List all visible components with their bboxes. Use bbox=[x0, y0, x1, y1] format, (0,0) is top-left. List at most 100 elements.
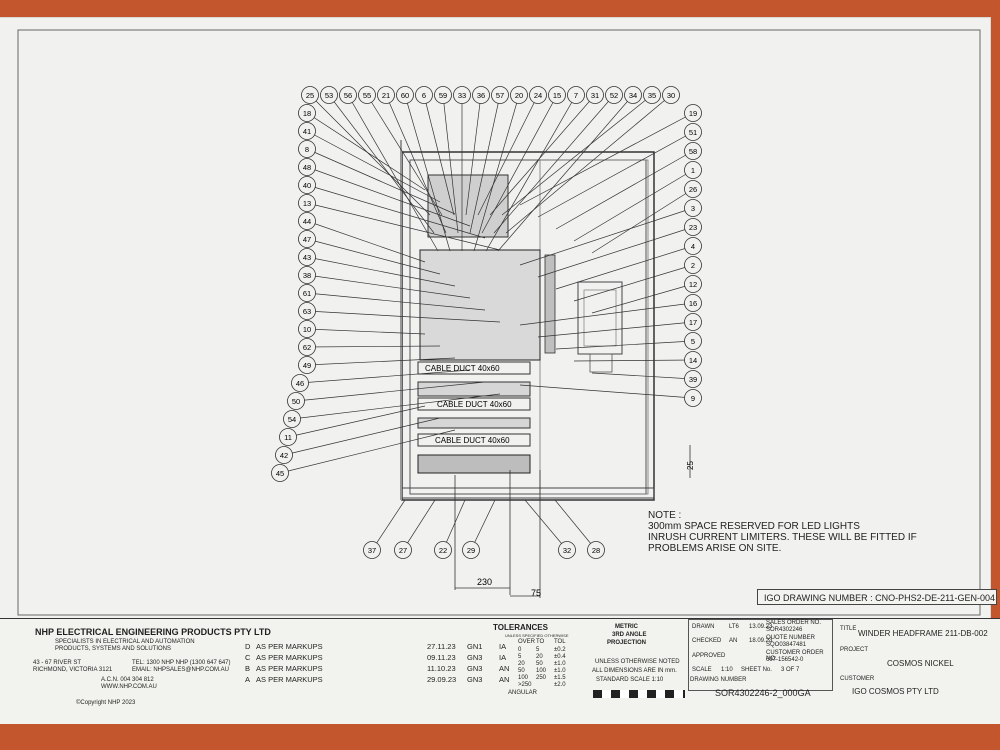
company-web: WWW.NHP.COM.AU bbox=[101, 684, 157, 690]
checked-label: CHECKED bbox=[692, 638, 722, 644]
svg-text:9: 9 bbox=[691, 394, 695, 403]
svg-text:10: 10 bbox=[303, 325, 311, 334]
svg-text:62: 62 bbox=[303, 343, 311, 352]
svg-text:60: 60 bbox=[401, 91, 409, 100]
balloon-right: 51 bbox=[684, 123, 702, 141]
company-address-2: RICHMOND, VICTORIA 3121 bbox=[33, 667, 113, 673]
svg-text:4: 4 bbox=[691, 242, 695, 251]
balloon-left: 42 bbox=[275, 446, 293, 464]
tolerance-cell: ±1.0 bbox=[554, 661, 566, 667]
dims-note-1: UNLESS OTHERWISE NOTED bbox=[595, 659, 680, 665]
projection-line-3: PROJECTION bbox=[607, 640, 647, 646]
svg-text:15: 15 bbox=[553, 91, 561, 100]
quote-label: QUOTE NUMBER bbox=[766, 635, 816, 641]
tolerance-header: TOL bbox=[554, 639, 566, 645]
balloon-top: 56 bbox=[339, 86, 357, 104]
revision-date: 27.11.23 bbox=[427, 642, 456, 651]
svg-text:50: 50 bbox=[292, 397, 300, 406]
balloon-right: 1 bbox=[684, 161, 702, 179]
tolerance-cell: 250 bbox=[536, 675, 547, 681]
balloon-top: 60 bbox=[396, 86, 414, 104]
balloon-top: 34 bbox=[624, 86, 642, 104]
balloon-left: 38 bbox=[298, 266, 316, 284]
balloon-left: 43 bbox=[298, 248, 316, 266]
svg-text:32: 32 bbox=[563, 546, 571, 555]
balloon-bottom: 28 bbox=[587, 541, 605, 559]
balloon-bottom: 29 bbox=[462, 541, 480, 559]
svg-text:53: 53 bbox=[325, 91, 333, 100]
balloon-left: 50 bbox=[287, 392, 305, 410]
projection-line-1: METRIC bbox=[615, 624, 638, 630]
balloon-top: 33 bbox=[453, 86, 471, 104]
svg-text:28: 28 bbox=[592, 546, 600, 555]
company-line-2: PRODUCTS, SYSTEMS AND SOLUTIONS bbox=[55, 646, 172, 652]
balloon-left: 10 bbox=[298, 320, 316, 338]
revision-code: A bbox=[245, 675, 251, 684]
svg-text:52: 52 bbox=[610, 91, 618, 100]
revision-description: AS PER MARKUPS bbox=[256, 664, 323, 673]
balloon-right: 16 bbox=[684, 294, 702, 312]
svg-text:18: 18 bbox=[303, 109, 311, 118]
customer-value: IGO COSMOS PTY LTD bbox=[852, 687, 939, 696]
sales-order-value: SOR4302246 bbox=[766, 627, 803, 633]
balloon-right: 3 bbox=[684, 199, 702, 217]
checked-date: 18.09.23 bbox=[749, 638, 773, 644]
revision-by: GN3 bbox=[467, 653, 483, 662]
svg-text:59: 59 bbox=[439, 91, 447, 100]
svg-text:7: 7 bbox=[574, 91, 578, 100]
svg-text:11: 11 bbox=[284, 433, 292, 442]
scale-bar-icon bbox=[593, 690, 685, 698]
balloon-left: 63 bbox=[298, 302, 316, 320]
balloon-right: 14 bbox=[684, 351, 702, 369]
tolerance-header: TO bbox=[536, 639, 545, 645]
revision-code: B bbox=[245, 664, 251, 673]
revision-code: D bbox=[245, 642, 251, 651]
balloon-top: 30 bbox=[662, 86, 680, 104]
tolerance-cell: 20 bbox=[536, 654, 543, 660]
svg-text:35: 35 bbox=[648, 91, 656, 100]
balloon-top: 53 bbox=[320, 86, 338, 104]
svg-text:57: 57 bbox=[496, 91, 504, 100]
svg-text:46: 46 bbox=[296, 379, 304, 388]
svg-text:63: 63 bbox=[303, 307, 311, 316]
svg-text:41: 41 bbox=[303, 127, 311, 136]
balloon-top: 35 bbox=[643, 86, 661, 104]
sheet-label: SHEET No. bbox=[741, 667, 772, 673]
balloon-left: 8 bbox=[298, 140, 316, 158]
revision-row: B AS PER MARKUPS 11.10.23 GN3 AN bbox=[242, 663, 592, 674]
customer-order-value: 697-156542-0 bbox=[766, 657, 804, 663]
scale-value: 1:10 bbox=[721, 667, 733, 673]
company-name: NHP ELECTRICAL ENGINEERING PRODUCTS PTY … bbox=[35, 627, 271, 637]
balloon-top: 24 bbox=[529, 86, 547, 104]
revision-date: 09.11.23 bbox=[427, 653, 456, 662]
balloon-top: 55 bbox=[358, 86, 376, 104]
company-address-1: 43 - 67 RIVER ST bbox=[33, 660, 82, 666]
svg-text:17: 17 bbox=[689, 318, 697, 327]
balloon-right: 9 bbox=[684, 389, 702, 407]
dimension-25: 25 bbox=[686, 461, 695, 470]
svg-text:45: 45 bbox=[276, 469, 284, 478]
project-label: PROJECT bbox=[840, 647, 869, 653]
balloon-right: 5 bbox=[684, 332, 702, 350]
svg-text:3: 3 bbox=[691, 204, 695, 213]
balloon-top: 15 bbox=[548, 86, 566, 104]
balloon-bottom: 37 bbox=[363, 541, 381, 559]
title-block: NHP ELECTRICAL ENGINEERING PRODUCTS PTY … bbox=[0, 618, 1000, 724]
revision-check: AN bbox=[499, 664, 510, 673]
svg-text:13: 13 bbox=[303, 199, 311, 208]
svg-text:31: 31 bbox=[591, 91, 599, 100]
sheet-value: 3 OF 7 bbox=[781, 667, 800, 673]
company-line-1: SPECIALISTS IN ELECTRICAL AND AUTOMATION bbox=[55, 639, 195, 645]
balloon-left: 47 bbox=[298, 230, 316, 248]
tolerance-cell: 5 bbox=[518, 654, 522, 660]
balloon-top: 7 bbox=[567, 86, 585, 104]
balloon-top: 52 bbox=[605, 86, 623, 104]
note-line-3: INRUSH CURRENT LIMITERS. THESE WILL BE F… bbox=[648, 532, 917, 543]
svg-text:20: 20 bbox=[515, 91, 523, 100]
balloon-left: 13 bbox=[298, 194, 316, 212]
dimension-75: 75 bbox=[531, 588, 541, 598]
svg-text:49: 49 bbox=[303, 361, 311, 370]
note-line-4: PROBLEMS ARISE ON SITE. bbox=[648, 543, 782, 554]
company-acn: A.C.N. 004 304 812 bbox=[101, 677, 154, 683]
svg-text:42: 42 bbox=[280, 451, 288, 460]
